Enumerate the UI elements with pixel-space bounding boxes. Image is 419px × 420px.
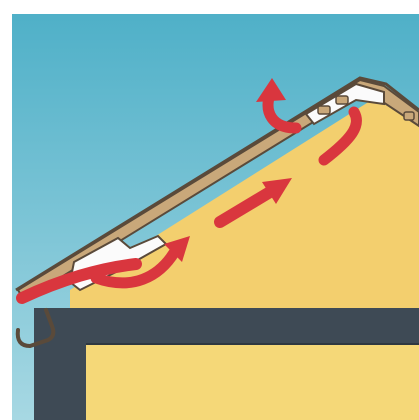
ridge-vent-slot	[318, 106, 330, 114]
ridge-vent-slot	[336, 96, 348, 104]
exterior-wall	[34, 308, 86, 420]
ridge-vent-slot	[404, 112, 414, 120]
ceiling-insulation-space	[86, 344, 419, 420]
ceiling-beam	[34, 308, 419, 344]
